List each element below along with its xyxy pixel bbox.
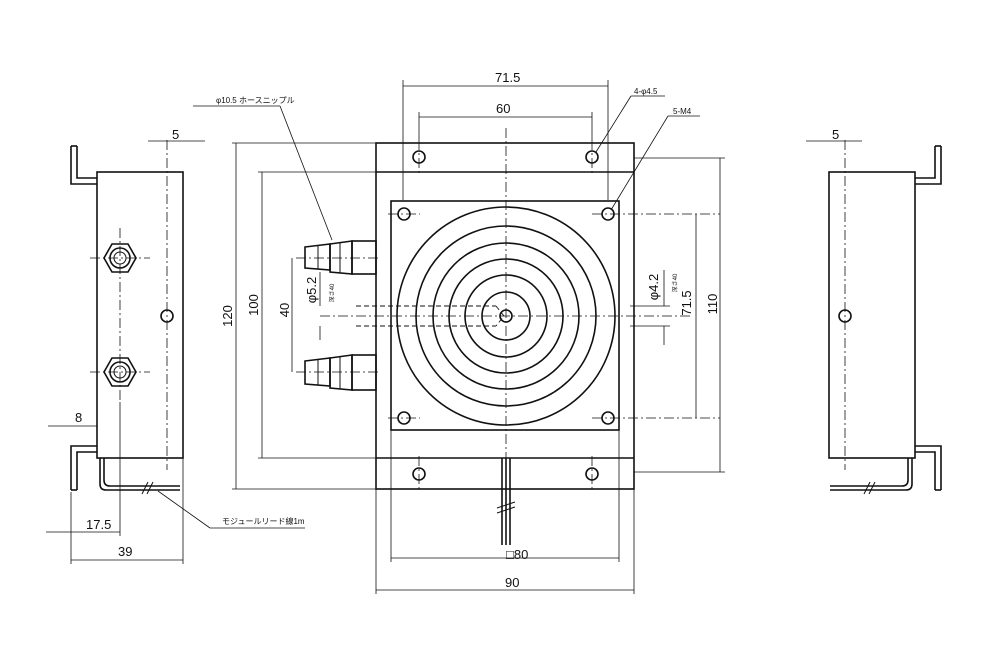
front-lead-wire	[496, 458, 516, 545]
left-side-view: 5 8 17.5 39 モジュールリード線1m	[46, 127, 305, 564]
dim-top-inner: 60	[496, 101, 510, 116]
dim-left-flange: 8	[75, 410, 82, 425]
dim-hose-pitch: 40	[277, 303, 292, 317]
dim-left-offset: 17.5	[86, 517, 111, 532]
left-lead-wire	[99, 458, 180, 491]
dim-left-top: 5	[172, 127, 179, 142]
right-bracket-top	[915, 146, 936, 179]
right-bracket-bottom	[915, 451, 936, 490]
right-body	[828, 171, 916, 459]
dim-left-depth: 39	[118, 544, 132, 559]
hole-callout: 4-φ4.5	[634, 87, 658, 96]
dim-height-right: 110	[705, 294, 720, 315]
dim-height-inner: 71.5	[679, 290, 694, 315]
dim-hole-depth-right: 深さ40	[671, 273, 679, 292]
right-lead-wire	[830, 458, 913, 491]
right-side-view: 5	[806, 127, 942, 495]
dim-right-top: 5	[832, 127, 839, 142]
dim-hole-depth-left: 深さ40	[328, 283, 336, 302]
thread-callout: 5-M4	[673, 107, 692, 116]
dim-hole-dia-left: φ5.2	[304, 277, 319, 304]
front-view: 71.5 60 4-φ4.5 5-M4 120 100 40 φ5.2 深さ40…	[193, 70, 725, 594]
hose-nipple-bottom	[304, 354, 377, 391]
left-bracket-top	[76, 146, 97, 179]
hose-nipple-label: φ10.5 ホースニップル	[216, 96, 295, 105]
cold-plate	[390, 200, 620, 431]
dim-hole-dia-right: φ4.2	[646, 274, 661, 301]
dim-plate-square: □80	[506, 547, 528, 562]
lead-wire-label: モジュールリード線1m	[222, 516, 305, 526]
dim-top-outer: 71.5	[495, 70, 520, 85]
dim-height-outer: 120	[220, 305, 235, 327]
dim-height-mid: 100	[246, 294, 261, 316]
hose-nipple-top	[304, 240, 377, 275]
left-bracket-bottom	[76, 451, 97, 490]
left-body	[96, 171, 184, 459]
dim-width-overall: 90	[505, 575, 519, 590]
